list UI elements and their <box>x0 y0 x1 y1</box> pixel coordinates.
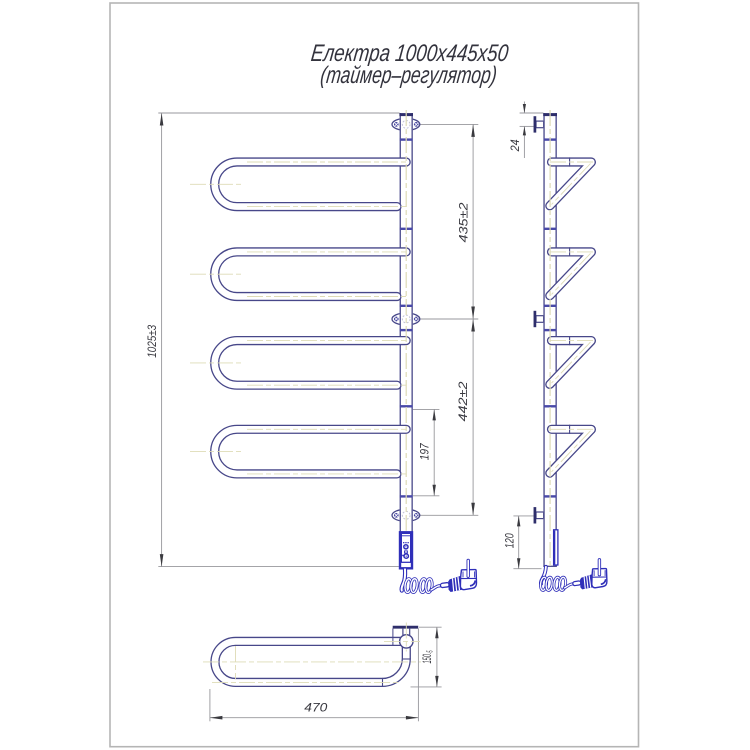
svg-text:435±2: 435±2 <box>457 202 471 242</box>
svg-text:197: 197 <box>418 442 432 460</box>
svg-text:470: 470 <box>304 701 327 715</box>
svg-text:442±2: 442±2 <box>456 381 470 421</box>
svg-text:120: 120 <box>503 533 517 548</box>
svg-text:Електра 1000х445х50: Електра 1000х445х50 <box>310 40 511 67</box>
svg-text:(таймер–регулятор): (таймер–регулятор) <box>319 62 498 89</box>
svg-text:24: 24 <box>508 139 522 152</box>
svg-text:1025±3: 1025±3 <box>145 325 159 358</box>
